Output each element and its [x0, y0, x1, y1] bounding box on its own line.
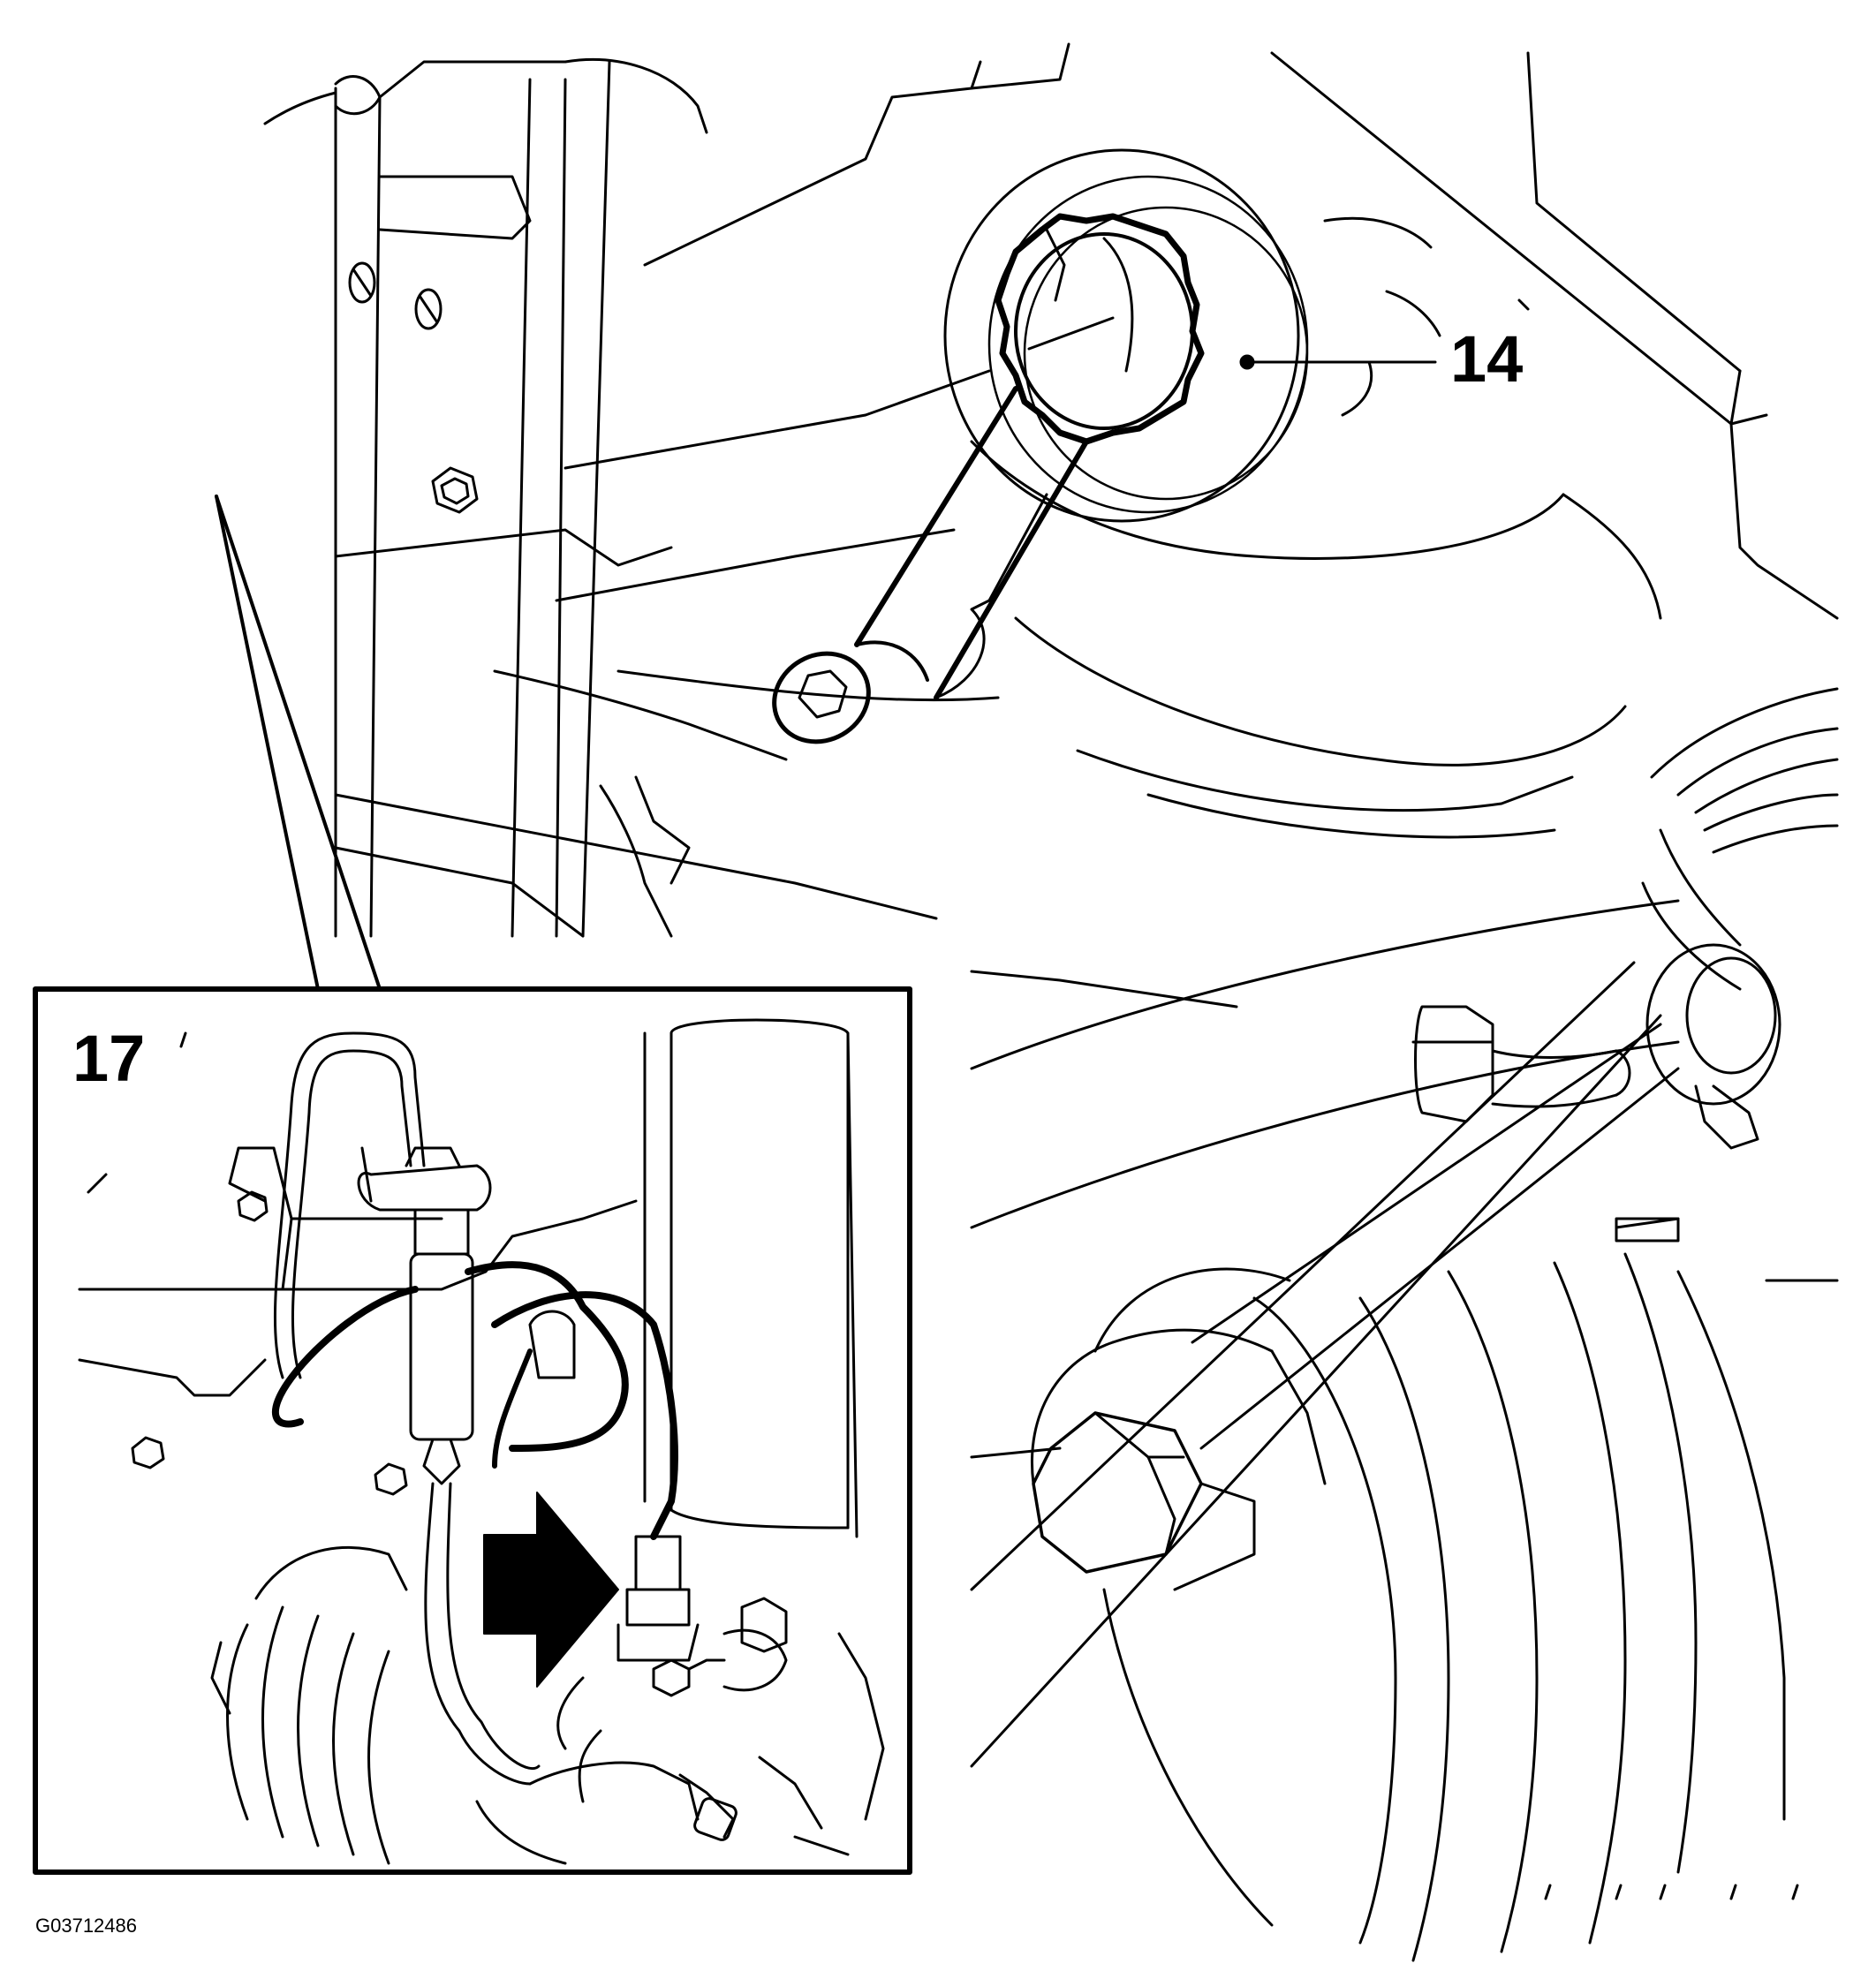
- callout-14-label: 14: [1450, 322, 1524, 396]
- direction-arrow-icon: [484, 1492, 618, 1687]
- hex-bolt-icon: [1032, 1342, 1254, 1590]
- detail-pointer: [216, 496, 380, 989]
- hex-bolt-icon: [433, 468, 477, 512]
- driveshaft-assembly: [972, 689, 1837, 1960]
- detail-inset: [35, 989, 910, 1872]
- vehicle-subframe-structure: [265, 44, 1837, 936]
- callout-17-label: 17: [72, 1022, 146, 1095]
- figure-code: G03712486: [35, 1915, 137, 1937]
- spanner-wrench-icon: [758, 150, 1435, 759]
